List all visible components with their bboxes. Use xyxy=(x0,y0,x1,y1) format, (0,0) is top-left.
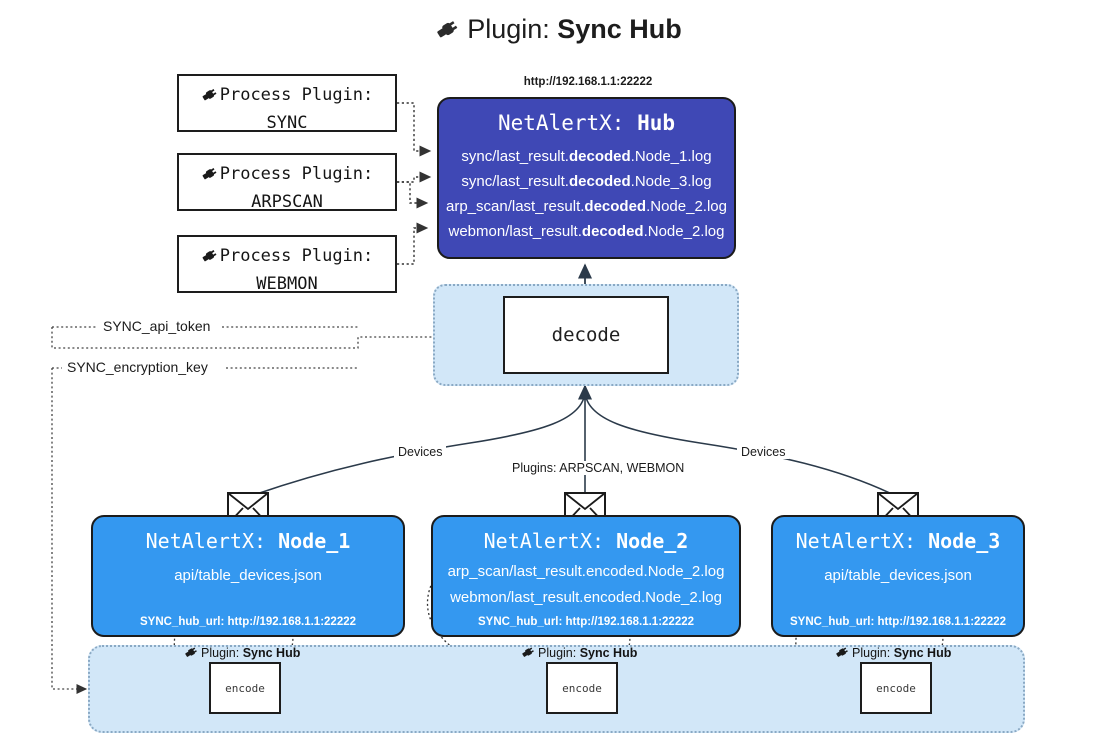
process-plugin-sync-name: SYNC xyxy=(266,112,308,133)
hub-log-row: sync/last_result.decoded.Node_1.log xyxy=(439,144,734,169)
hub-title-name: Hub xyxy=(637,111,675,135)
node-3-hub-url: SYNC_hub_url: http://192.168.1.1:22222 xyxy=(789,616,1007,628)
node-3-line: api/table_devices.json xyxy=(824,567,972,584)
hub-log-row: sync/last_result.decoded.Node_3.log xyxy=(439,169,734,194)
encode-box-2[interactable]: encode xyxy=(546,662,618,714)
node-3-title-name: Node_3 xyxy=(928,529,1001,553)
encoder-3-label: Plugin: Sync Hub xyxy=(835,645,951,662)
encode-box-3[interactable]: encode xyxy=(860,662,932,714)
hub-url-label: http://192.168.1.1:22222 xyxy=(523,76,653,88)
node-2[interactable]: NetAlertX: Node_2 arp_scan/last_result.e… xyxy=(431,515,741,637)
hub-log-pre: arp_scan/last_result. xyxy=(446,198,585,215)
plug-icon xyxy=(201,165,219,190)
hub-title: NetAlertX: Hub xyxy=(439,111,734,135)
encoder-3-label-name: Sync Hub xyxy=(893,646,952,660)
env-label-encryption-key: SYNC_encryption_key xyxy=(64,359,211,375)
process-plugin-sync-label: Process Plugin: xyxy=(219,85,374,105)
node-3-title-prefix: NetAlertX: xyxy=(795,529,929,553)
node-2-title-prefix: NetAlertX: xyxy=(483,529,617,553)
hub-log-pre: sync/last_result. xyxy=(461,173,569,190)
process-plugin-webmon[interactable]: Process Plugin: WEBMON xyxy=(177,235,397,294)
plug-icon xyxy=(521,645,536,662)
hub-log-row: webmon/last_result.decoded.Node_2.log xyxy=(439,219,734,244)
encoder-3-label-prefix: Plugin: xyxy=(852,646,894,660)
node-2-line: webmon/last_result.encoded.Node_2.log xyxy=(450,589,722,606)
hub-log-em: decoded xyxy=(568,173,631,190)
encoder-1-label-prefix: Plugin: xyxy=(201,646,243,660)
hub-log-post: .Node_1.log xyxy=(630,148,712,165)
hub-log-post: .Node_2.log xyxy=(643,223,725,240)
page-title: Plugin: Sync Hub xyxy=(0,14,1117,48)
hub-log-em: decoded xyxy=(581,223,644,240)
edge-label-devices-right: Devices xyxy=(737,445,790,459)
encoder-2-label-prefix: Plugin: xyxy=(538,646,580,660)
process-plugin-webmon-line1: Process Plugin: xyxy=(179,244,395,272)
edge-label-devices-left: Devices xyxy=(394,445,447,459)
page-title-name: Sync Hub xyxy=(557,14,682,44)
plug-icon xyxy=(435,17,461,48)
hub-log-list: sync/last_result.decoded.Node_1.log sync… xyxy=(439,144,734,244)
node-1-title: NetAlertX: Node_1 xyxy=(93,529,403,553)
hub-log-post: .Node_3.log xyxy=(630,173,712,190)
hub-title-prefix: NetAlertX: xyxy=(497,111,638,135)
hub-log-pre: sync/last_result. xyxy=(461,148,569,165)
process-plugin-sync-line1: Process Plugin: xyxy=(179,83,395,111)
node-2-hub-url: SYNC_hub_url: http://192.168.1.1:22222 xyxy=(477,616,695,628)
node-1[interactable]: NetAlertX: Node_1 api/table_devices.json… xyxy=(91,515,405,637)
plug-icon xyxy=(201,86,219,111)
encode-box-1[interactable]: encode xyxy=(209,662,281,714)
plug-icon xyxy=(184,645,199,662)
hub-log-pre: webmon/last_result. xyxy=(448,223,582,240)
encoder-2-label: Plugin: Sync Hub xyxy=(521,645,637,662)
decode-box[interactable]: decode xyxy=(503,296,669,374)
node-1-line: api/table_devices.json xyxy=(174,567,322,584)
plug-icon xyxy=(201,247,219,272)
encoder-2-label-name: Sync Hub xyxy=(579,646,638,660)
encoder-1-label: Plugin: Sync Hub xyxy=(184,645,300,662)
hub-log-row: arp_scan/last_result.decoded.Node_2.log xyxy=(439,194,734,219)
node-2-title-name: Node_2 xyxy=(616,529,689,553)
edge-label-plugins-center: Plugins: ARPSCAN, WEBMON xyxy=(508,461,689,475)
encoder-1-label-name: Sync Hub xyxy=(242,646,301,660)
process-plugin-arpscan-name: ARPSCAN xyxy=(251,191,323,212)
env-label-api-token: SYNC_api_token xyxy=(100,318,214,334)
hub-log-em: decoded xyxy=(584,198,647,215)
plug-icon xyxy=(835,645,850,662)
hub-log-post: .Node_2.log xyxy=(646,198,727,215)
process-plugin-webmon-name: WEBMON xyxy=(256,273,318,294)
process-plugin-sync[interactable]: Process Plugin: SYNC xyxy=(177,74,397,133)
process-plugin-arpscan-label: Process Plugin: xyxy=(219,164,374,184)
node-1-hub-url: SYNC_hub_url: http://192.168.1.1:22222 xyxy=(139,616,357,628)
node-2-title: NetAlertX: Node_2 xyxy=(433,529,739,553)
node-1-title-name: Node_1 xyxy=(278,529,351,553)
node-2-line: arp_scan/last_result.encoded.Node_2.log xyxy=(447,563,725,580)
node-3-title: NetAlertX: Node_3 xyxy=(773,529,1023,553)
process-plugin-webmon-label: Process Plugin: xyxy=(219,246,374,266)
node-3[interactable]: NetAlertX: Node_3 api/table_devices.json… xyxy=(771,515,1025,637)
hub-log-em: decoded xyxy=(568,148,631,165)
hub-node[interactable]: NetAlertX: Hub sync/last_result.decoded.… xyxy=(437,97,736,259)
page-title-prefix: Plugin: xyxy=(467,14,558,44)
process-plugin-arpscan-line1: Process Plugin: xyxy=(179,162,395,190)
node-1-title-prefix: NetAlertX: xyxy=(145,529,279,553)
process-plugin-arpscan[interactable]: Process Plugin: ARPSCAN xyxy=(177,153,397,212)
